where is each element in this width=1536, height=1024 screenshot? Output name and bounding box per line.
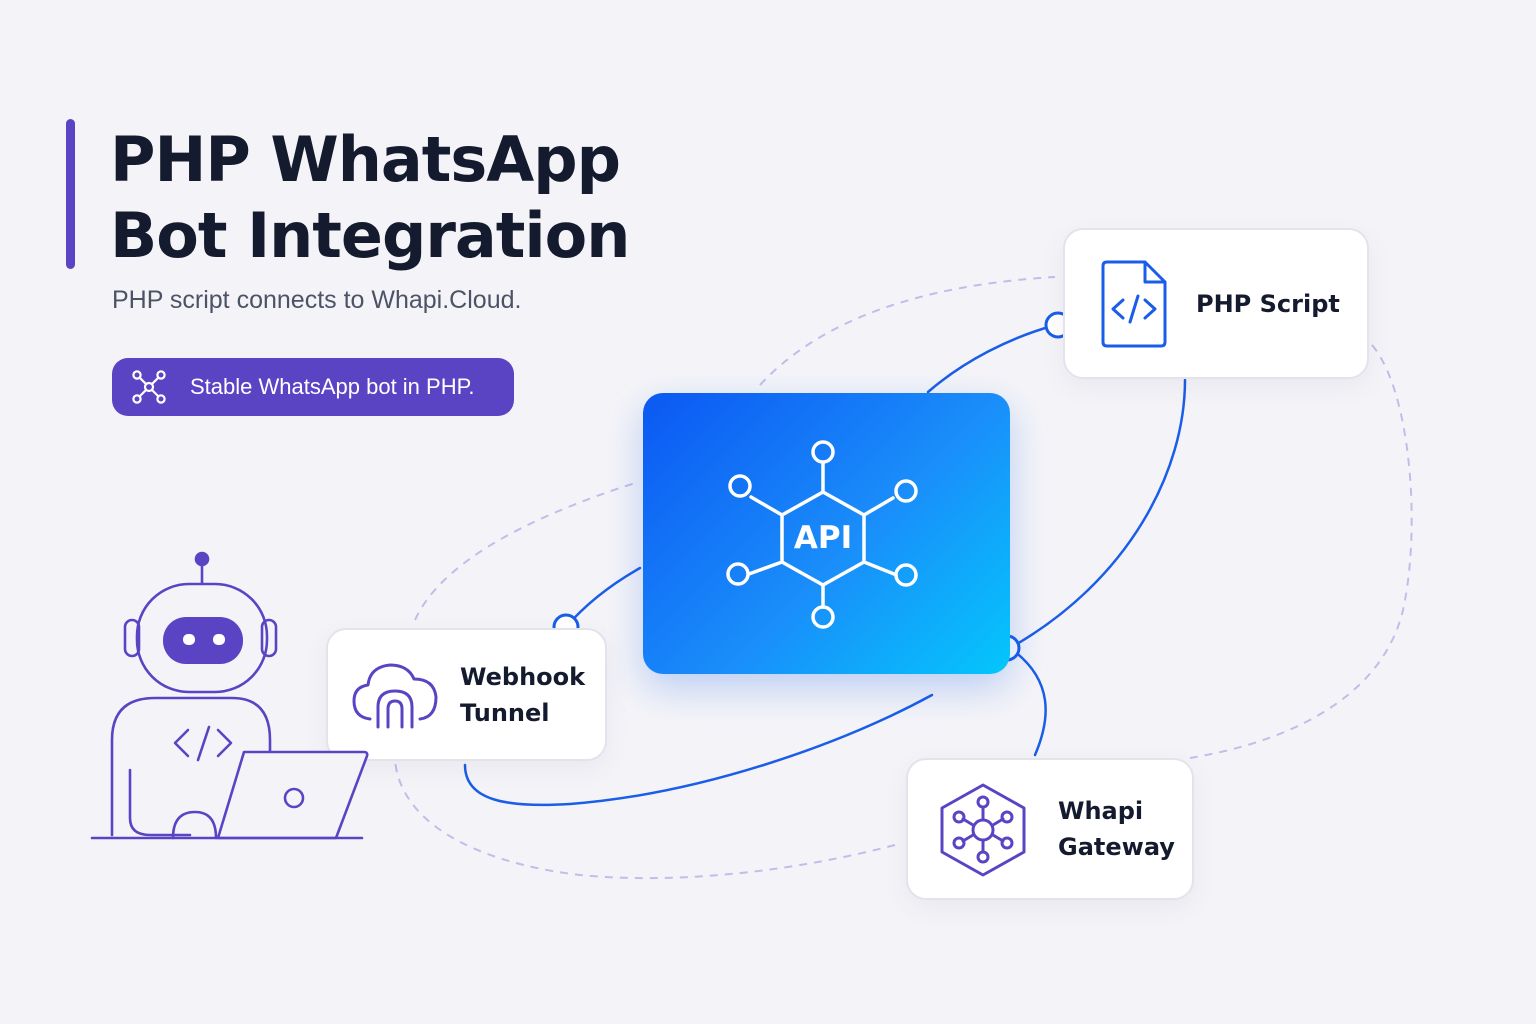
node-php-script: PHP Script [1063,228,1369,379]
webhook-tunnel-label: Webhook Tunnel [460,659,585,731]
feature-badge-label: Stable WhatsApp bot in PHP. [190,374,475,399]
node-whapi-gateway: Whapi Gateway [906,758,1194,900]
php-script-label: PHP Script [1196,286,1340,322]
whapi-gateway-label: Whapi Gateway [1058,793,1175,865]
api-network-icon [726,440,918,629]
whapi-gateway-label-line-1: Whapi [1058,797,1144,825]
robot-visor [163,617,243,664]
whapi-gateway-label-line-2: Gateway [1058,833,1175,861]
title-line-1: PHP WhatsApp [110,123,621,196]
node-webhook-tunnel: Webhook Tunnel [326,628,607,761]
page-title: PHP WhatsApp Bot Integration [110,122,630,274]
code-file-icon [1101,260,1167,347]
dashed-orbit [394,276,1413,880]
blue-connectors [463,324,1187,807]
feature-badge: Stable WhatsApp bot in PHP. [112,358,514,416]
title-accent-bar [66,119,75,269]
webhook-tunnel-label-line-1: Webhook [460,662,586,691]
webhook-tunnel-label-line-2: Tunnel [460,698,550,727]
connector-api-to-php-script [926,324,1054,394]
connector-api-to-gateway [1008,646,1047,757]
connector-webhook-loop [463,693,934,807]
page-subtitle: PHP script connects to Whapi.Cloud. [112,286,522,314]
hexagon-hub-icon [940,783,1026,877]
php-script-label-text: PHP Script [1196,289,1340,318]
network-nodes-icon [132,370,166,404]
connector-php-script-to-api [1008,378,1187,650]
api-node-label: API [793,520,853,556]
title-line-2: Bot Integration [110,199,630,272]
cloud-tunnel-icon [352,663,438,728]
api-node [643,393,1010,674]
